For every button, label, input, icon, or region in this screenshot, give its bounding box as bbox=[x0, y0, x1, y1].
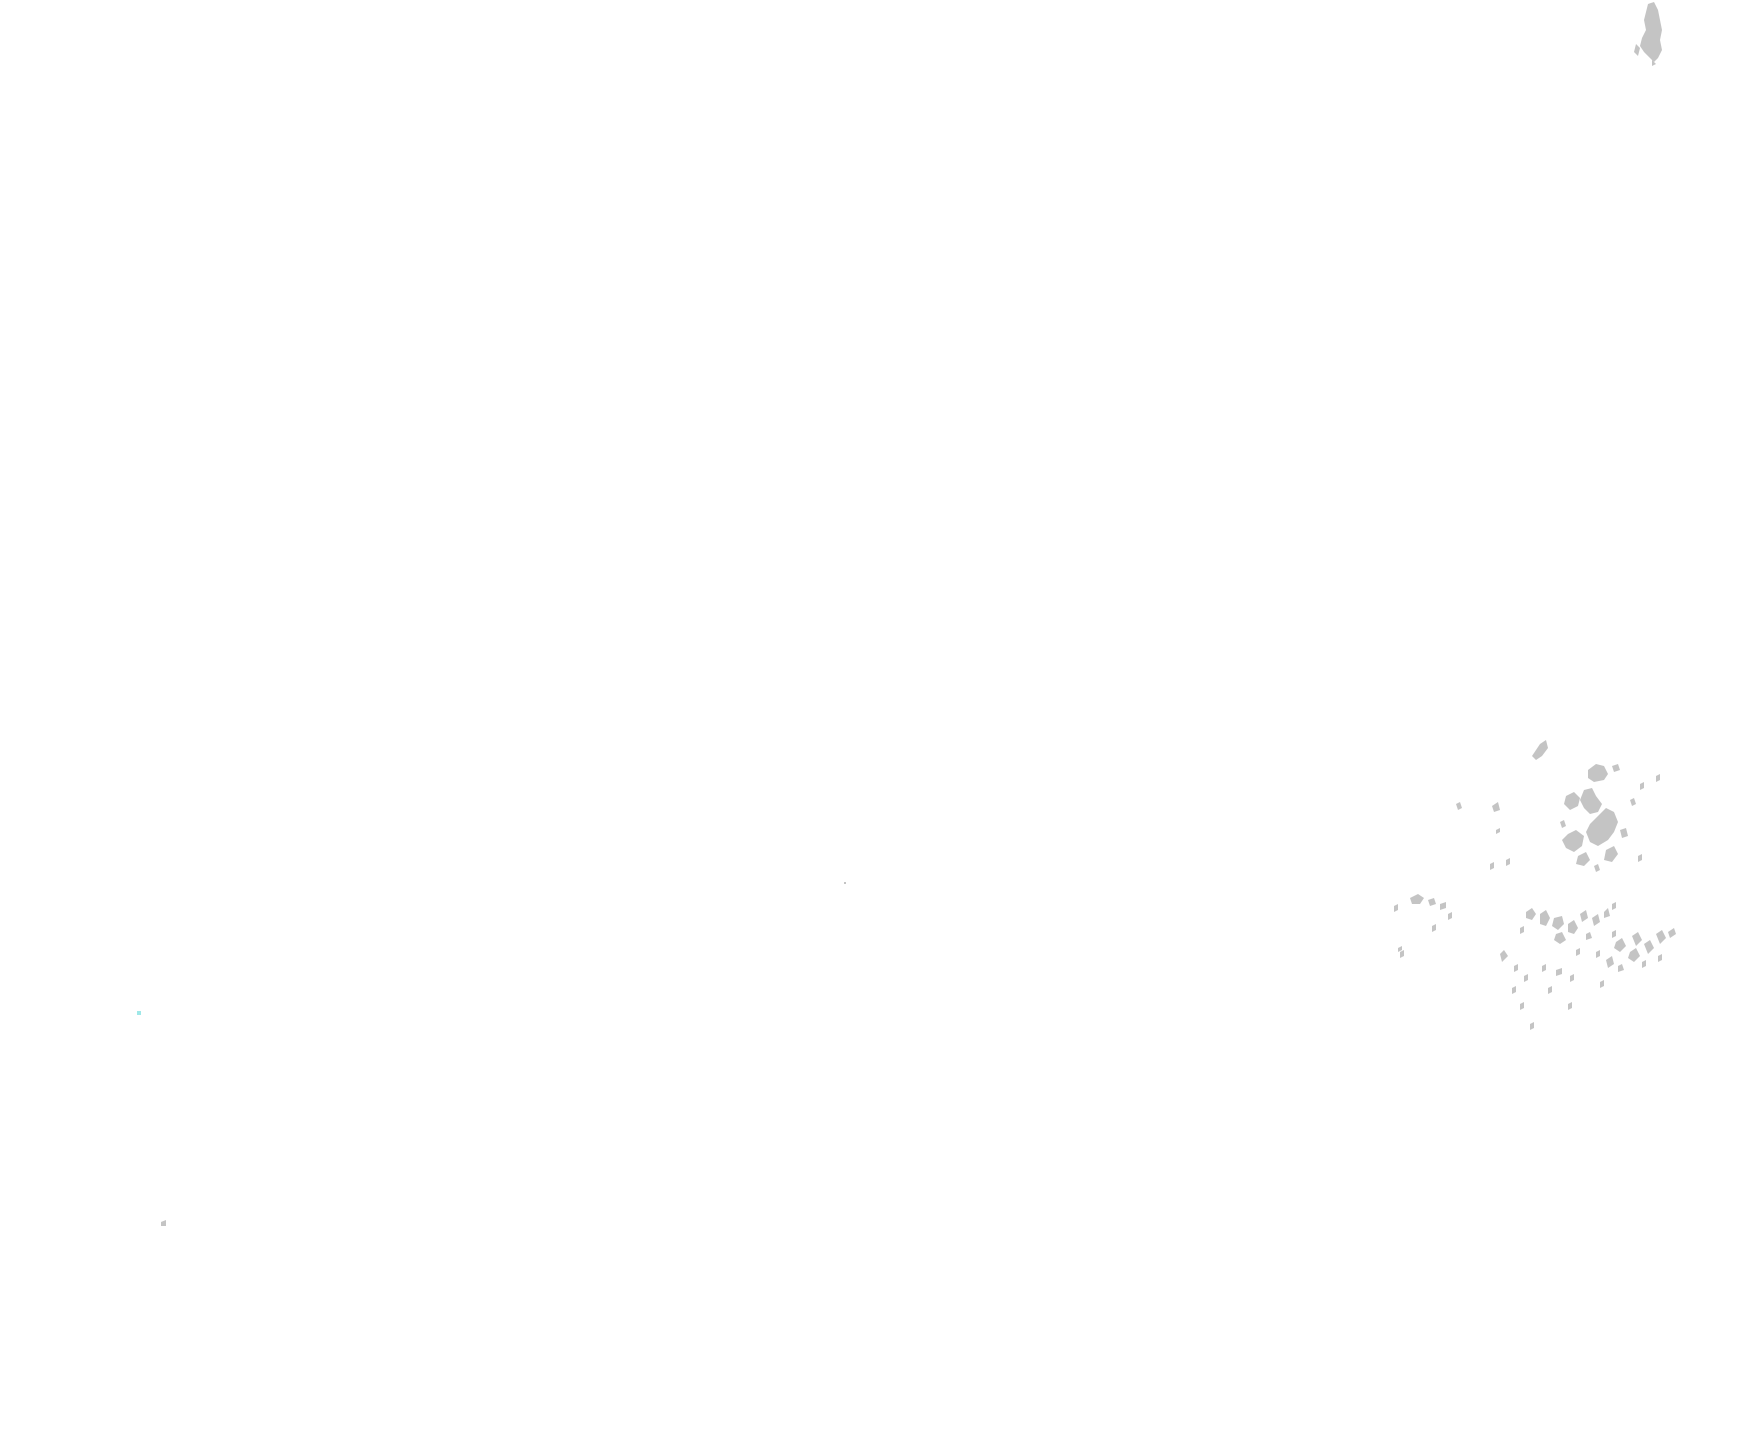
archipelago-right-lower-shape bbox=[1596, 950, 1600, 958]
archipelago-right-upper-shape bbox=[1496, 828, 1500, 834]
archipelago-right-upper-shape bbox=[1576, 852, 1590, 866]
archipelago-right-lower-shape bbox=[1540, 910, 1550, 926]
archipelago-right-upper-shape bbox=[1492, 802, 1500, 812]
archipelago-right-lower-shape bbox=[1542, 964, 1546, 972]
archipelago-right-lower-shape bbox=[1592, 914, 1600, 926]
archipelago-right-upper-shape bbox=[1630, 798, 1636, 806]
archipelago-right-lower-shape bbox=[1548, 986, 1552, 994]
archipelago-right-lower-shape bbox=[1552, 916, 1564, 930]
archipelago-right-lower-shape bbox=[1606, 956, 1614, 968]
archipelago-right-lower-shape bbox=[1514, 964, 1518, 972]
archipelago-right-lower-shape bbox=[1530, 1022, 1534, 1030]
archipelago-right-lower-shape bbox=[1656, 930, 1666, 944]
archipelago-right-lower-shape bbox=[1556, 968, 1562, 976]
archipelago-right-lower-shape bbox=[1520, 1002, 1524, 1010]
archipelago-right-lower-shape bbox=[1642, 960, 1646, 968]
speck-left-cyan-shape bbox=[137, 1011, 141, 1015]
archipelago-right-upper-shape bbox=[1604, 846, 1618, 862]
archipelago-right-upper-shape bbox=[1506, 858, 1510, 866]
archipelago-right-upper-shape bbox=[1560, 820, 1566, 828]
archipelago-right-lower-shape bbox=[1554, 932, 1566, 944]
archipelago-right-lower-shape bbox=[1668, 928, 1676, 938]
archipelago-right-lower-shape bbox=[1568, 920, 1578, 934]
archipelago-right-lower-shape bbox=[1580, 910, 1588, 922]
archipelago-right-lower-shape bbox=[1428, 898, 1436, 906]
archipelago-right-lower-shape bbox=[1526, 908, 1536, 920]
archipelago-right-lower-shape bbox=[1400, 950, 1404, 958]
archipelago-right-lower-shape bbox=[1618, 964, 1624, 972]
archipelago-right-lower-shape bbox=[1570, 974, 1574, 982]
archipelago-right-upper-shape bbox=[1564, 792, 1580, 810]
archipelago-right-upper-shape bbox=[1638, 854, 1642, 862]
archipelago-right-lower-shape bbox=[1612, 902, 1616, 910]
archipelago-right-lower-shape bbox=[1632, 932, 1642, 946]
archipelago-right-upper-shape bbox=[1612, 764, 1620, 772]
archipelago-right-lower-shape bbox=[1612, 930, 1616, 938]
archipelago-right-lower-shape bbox=[1448, 912, 1452, 920]
archipelago-right-lower-shape bbox=[1604, 908, 1610, 918]
archipelago-right-lower-shape bbox=[1524, 974, 1528, 982]
speck-center bbox=[844, 882, 846, 884]
archipelago-right-upper-shape bbox=[1456, 802, 1462, 810]
archipelago-right-lower-shape bbox=[1568, 1002, 1572, 1010]
archipelago-right-lower-shape bbox=[1512, 986, 1516, 994]
island-cluster-top-right-shape bbox=[1634, 44, 1640, 56]
island-cluster-top-right bbox=[1634, 2, 1662, 66]
archipelago-right-upper-shape bbox=[1588, 764, 1608, 782]
archipelago-right-upper bbox=[1456, 740, 1660, 872]
archipelago-right-lower-shape bbox=[1586, 932, 1592, 940]
archipelago-right-lower-shape bbox=[1520, 926, 1524, 934]
speck-bottom-left bbox=[161, 1220, 166, 1226]
archipelago-right-lower-shape bbox=[1628, 948, 1640, 962]
island-cluster-top-right-shape bbox=[1652, 60, 1656, 66]
archipelago-right-lower-shape bbox=[1432, 924, 1436, 932]
archipelago-right-lower bbox=[1394, 894, 1676, 1030]
archipelago-right-upper-shape bbox=[1562, 830, 1584, 852]
speck-center-shape bbox=[844, 882, 846, 884]
archipelago-right-lower-shape bbox=[1440, 902, 1446, 910]
archipelago-right-lower-shape bbox=[1500, 950, 1508, 962]
archipelago-right-upper-shape bbox=[1656, 774, 1660, 782]
island-cluster-top-right-shape bbox=[1640, 2, 1662, 62]
archipelago-right-lower-shape bbox=[1394, 904, 1398, 912]
archipelago-right-upper-shape bbox=[1594, 864, 1600, 872]
archipelago-right-upper-shape bbox=[1490, 862, 1494, 870]
speck-bottom-left-shape bbox=[161, 1220, 166, 1226]
archipelago-right-upper-shape bbox=[1640, 782, 1644, 790]
archipelago-right-lower-shape bbox=[1658, 954, 1662, 962]
archipelago-right-lower-shape bbox=[1410, 894, 1424, 904]
speck-left-cyan bbox=[137, 1011, 141, 1015]
archipelago-right-upper-shape bbox=[1586, 808, 1618, 846]
archipelago-right-upper-shape bbox=[1620, 828, 1628, 838]
archipelago-right-lower-shape bbox=[1644, 940, 1654, 954]
archipelago-right-lower-shape bbox=[1614, 938, 1626, 952]
archipelago-right-lower-shape bbox=[1600, 980, 1604, 988]
archipelago-right-lower-shape bbox=[1398, 946, 1402, 952]
archipelago-right-lower-shape bbox=[1576, 948, 1580, 956]
archipelago-right-upper-shape bbox=[1532, 740, 1548, 760]
archipelago-right-upper-shape bbox=[1580, 788, 1602, 814]
